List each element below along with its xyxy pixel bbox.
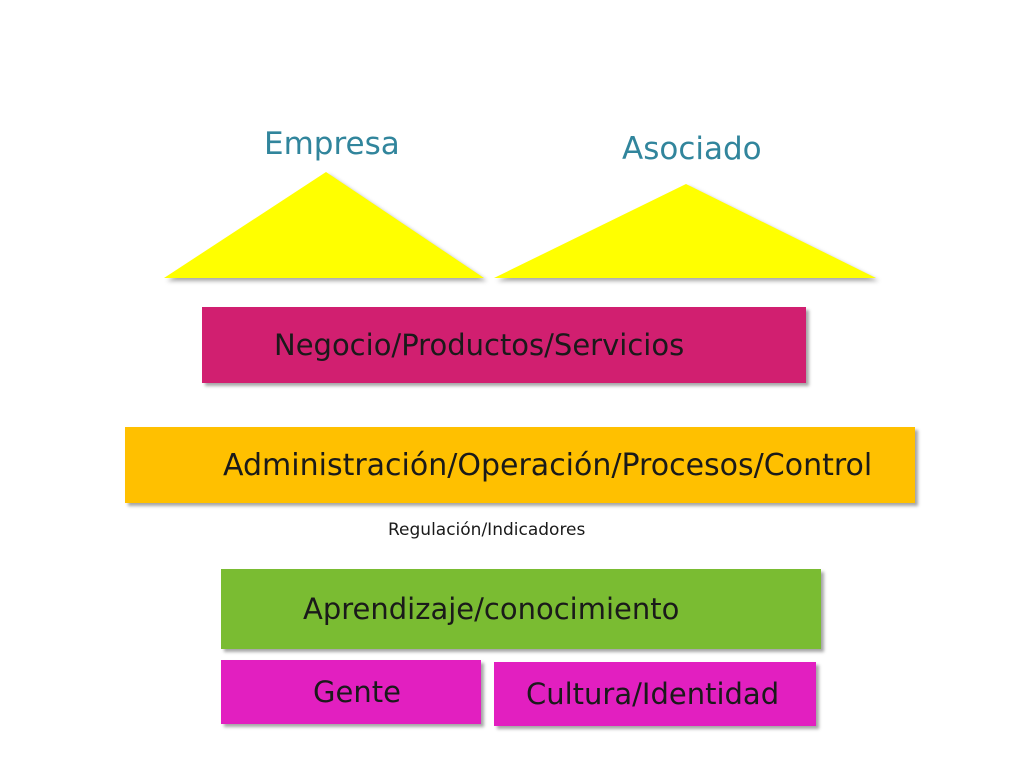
- box-negocio-label: Negocio/Productos/Servicios: [274, 328, 685, 362]
- box-administracion-label: Administración/Operación/Procesos/Contro…: [223, 447, 873, 483]
- box-aprendizaje-label: Aprendizaje/conocimiento: [303, 592, 680, 626]
- box-negocio: Negocio/Productos/Servicios: [202, 307, 806, 383]
- box-gente-label: Gente: [313, 675, 401, 709]
- box-cultura-label: Cultura/Identidad: [526, 677, 780, 711]
- label-empresa: Empresa: [264, 126, 400, 162]
- box-cultura: Cultura/Identidad: [494, 662, 816, 726]
- roof-empresa-shape: [164, 172, 484, 278]
- box-gente: Gente: [221, 660, 481, 724]
- label-asociado: Asociado: [622, 131, 762, 167]
- roof-asociado-shape: [494, 184, 876, 278]
- box-aprendizaje: Aprendizaje/conocimiento: [221, 569, 821, 649]
- box-administracion: Administración/Operación/Procesos/Contro…: [125, 427, 915, 503]
- roof-asociado: [494, 184, 876, 278]
- note-regulacion: Regulación/Indicadores: [388, 520, 586, 540]
- roof-empresa: [164, 172, 484, 278]
